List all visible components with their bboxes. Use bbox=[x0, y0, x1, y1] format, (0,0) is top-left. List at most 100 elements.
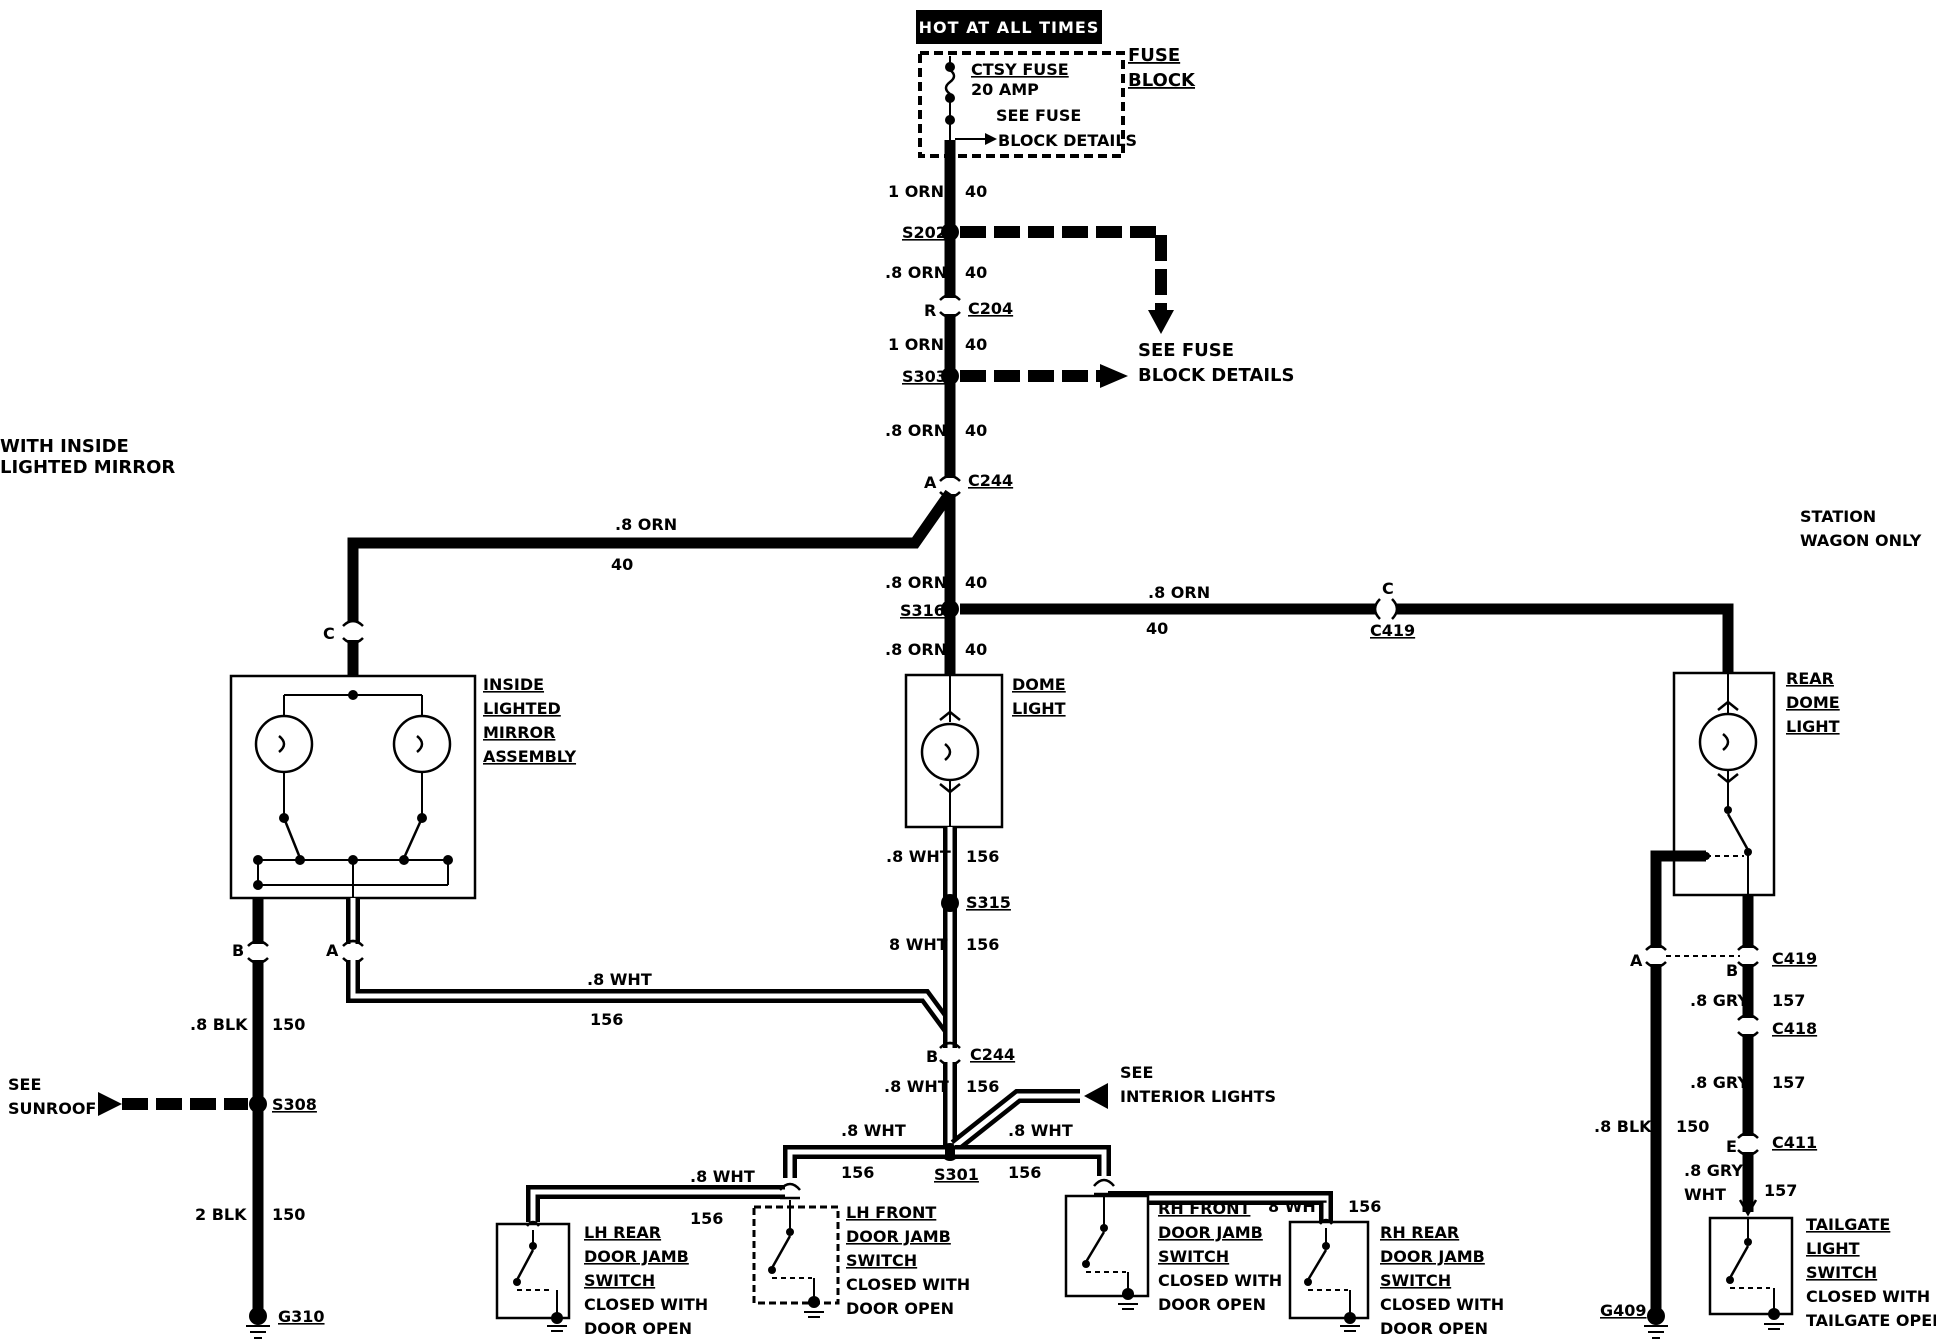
circuit-label: 156 bbox=[841, 1163, 874, 1182]
rh-front-label-3: SWITCH bbox=[1158, 1247, 1229, 1266]
rh-rear-label-2: DOOR JAMB bbox=[1380, 1247, 1485, 1266]
splice-s316 bbox=[941, 600, 959, 618]
wire-label: .8 WHT bbox=[884, 1077, 949, 1096]
rh-rear-label-3: SWITCH bbox=[1380, 1271, 1451, 1290]
wire-label: .8 BLK bbox=[190, 1015, 248, 1034]
wire-label: .8 ORN bbox=[615, 515, 677, 534]
wire-label: 1 ORN bbox=[888, 182, 944, 201]
rh-front-open: DOOR OPEN bbox=[1158, 1295, 1266, 1314]
circuit-label: 157 bbox=[1772, 991, 1805, 1010]
lh-rear-closed: CLOSED WITH bbox=[584, 1295, 708, 1314]
splice-s202 bbox=[941, 223, 959, 241]
rh-front-label-1: RH FRONT bbox=[1158, 1199, 1251, 1218]
splice-label-s301: S301 bbox=[934, 1165, 979, 1184]
fuse-name: CTSY FUSE bbox=[971, 60, 1069, 79]
mirror-label-3: MIRROR bbox=[483, 723, 555, 742]
fuse-see-line2: BLOCK DETAILS bbox=[998, 131, 1137, 150]
orn-feed-wire bbox=[939, 140, 961, 675]
tailgate-closed: CLOSED WITH bbox=[1806, 1287, 1930, 1306]
see-interior-lights-reference: SEE INTERIOR LIGHTS bbox=[950, 1063, 1276, 1152]
ground-label-g409: G409 bbox=[1600, 1301, 1647, 1320]
tailgate-label-3: SWITCH bbox=[1806, 1263, 1877, 1282]
connector-label-c418: C418 bbox=[1772, 1019, 1817, 1038]
pin-label: A bbox=[924, 473, 937, 492]
dome-label-1: DOME bbox=[1012, 675, 1066, 694]
see-fuse-block-reference: SEE FUSE BLOCK DETAILS bbox=[960, 226, 1294, 388]
circuit-label: 40 bbox=[965, 335, 987, 354]
connector-label-c411: C411 bbox=[1772, 1133, 1817, 1152]
circuit-label: 40 bbox=[965, 421, 987, 440]
fuse-see-line1: SEE FUSE bbox=[996, 106, 1081, 125]
splice-label-s308: S308 bbox=[272, 1095, 317, 1114]
mirror-note-line2: LIGHTED MIRROR bbox=[0, 457, 175, 478]
lh-rear-label-3: SWITCH bbox=[584, 1271, 655, 1290]
wagon-note-line2: WAGON ONLY bbox=[1800, 531, 1922, 550]
circuit-label: 156 bbox=[1348, 1197, 1381, 1216]
rear-dome-label-3: LIGHT bbox=[1786, 717, 1840, 736]
circuit-label: 156 bbox=[590, 1010, 623, 1029]
pin-label: A bbox=[1630, 951, 1643, 970]
circuit-label: 157 bbox=[1764, 1181, 1797, 1200]
mirror-feed-wire bbox=[342, 489, 955, 676]
rear-dome-light bbox=[1672, 671, 1776, 897]
tailgate-label-2: LIGHT bbox=[1806, 1239, 1860, 1258]
wire-label: .8 WHT bbox=[690, 1167, 755, 1186]
tailgate-label-1: TAILGATE bbox=[1806, 1215, 1890, 1234]
circuit-label: 156 bbox=[966, 1077, 999, 1096]
hot-label: HOT AT ALL TIMES bbox=[919, 18, 1100, 37]
rear-dome-label-2: DOME bbox=[1786, 693, 1840, 712]
wire-label: 1 ORN bbox=[888, 335, 944, 354]
wire-label: 2 BLK bbox=[195, 1205, 247, 1224]
sunroof-note-line1: SEE bbox=[8, 1075, 41, 1094]
fuse-block: CTSY FUSE 20 AMP SEE FUSE BLOCK DETAILS … bbox=[918, 45, 1196, 158]
lh-rear-label-2: DOOR JAMB bbox=[584, 1247, 689, 1266]
wagon-note-line1: STATION bbox=[1800, 507, 1876, 526]
inside-lighted-mirror-assembly bbox=[229, 674, 477, 900]
connector-label-c244: C244 bbox=[968, 471, 1013, 490]
lh-front-label-1: LH FRONT bbox=[846, 1203, 936, 1222]
splice-s315 bbox=[941, 894, 959, 912]
rh-front-label-2: DOOR JAMB bbox=[1158, 1223, 1263, 1242]
circuit-label: 40 bbox=[611, 555, 633, 574]
arrow-right-icon bbox=[1100, 364, 1128, 388]
connector-label-c419: C419 bbox=[1772, 949, 1817, 968]
rh-rear-open: DOOR OPEN bbox=[1380, 1319, 1488, 1338]
wire-label: .8 GRY/ bbox=[1684, 1161, 1749, 1180]
rh-rear-label-1: RH REAR bbox=[1380, 1223, 1459, 1242]
circuit-label: 40 bbox=[965, 573, 987, 592]
sunroof-note-line2: SUNROOF bbox=[8, 1099, 96, 1118]
arrow-right-icon bbox=[985, 133, 997, 145]
circuit-label: 156 bbox=[690, 1209, 723, 1228]
rh-front-door-jamb-switch bbox=[1064, 1178, 1150, 1310]
ground-label-g310: G310 bbox=[278, 1307, 325, 1326]
wire-label: 8 WHT bbox=[1268, 1197, 1327, 1216]
pin-label: B bbox=[232, 941, 244, 960]
pin-label: E bbox=[1726, 1137, 1737, 1156]
rear-dome-feed-wire bbox=[960, 598, 1734, 673]
arrow-icon bbox=[98, 1092, 122, 1116]
rh-rear-door-jamb-switch bbox=[1288, 1218, 1370, 1332]
arrow-down-icon bbox=[1148, 310, 1174, 334]
rear-ground-wire bbox=[1644, 850, 1740, 1339]
dome-label-2: LIGHT bbox=[1012, 699, 1066, 718]
fuse-element-icon bbox=[944, 69, 956, 95]
wire-label: 8 WHT bbox=[889, 935, 948, 954]
circuit-label: 150 bbox=[272, 1205, 305, 1224]
lh-front-label-3: SWITCH bbox=[846, 1251, 917, 1270]
wire-label: .8 WHT bbox=[886, 847, 951, 866]
circuit-label: 40 bbox=[965, 640, 987, 659]
wire-label: WHT bbox=[1684, 1185, 1726, 1204]
mirror-label-1: INSIDE bbox=[483, 675, 544, 694]
lh-rear-open: DOOR OPEN bbox=[584, 1319, 692, 1338]
wire-label: .8 ORN bbox=[885, 421, 947, 440]
circuit-label: 157 bbox=[1772, 1073, 1805, 1092]
tailgate-switch-wire bbox=[1737, 895, 1759, 1217]
wire-label: .8 WHT bbox=[841, 1121, 906, 1140]
rh-rear-closed: CLOSED WITH bbox=[1380, 1295, 1504, 1314]
circuit-label: 40 bbox=[965, 182, 987, 201]
mirror-label-2: LIGHTED bbox=[483, 699, 561, 718]
wire-label: .8 WHT bbox=[587, 970, 652, 989]
splice-label-s316: S316 bbox=[900, 601, 945, 620]
circuit-label: 40 bbox=[1146, 619, 1168, 638]
